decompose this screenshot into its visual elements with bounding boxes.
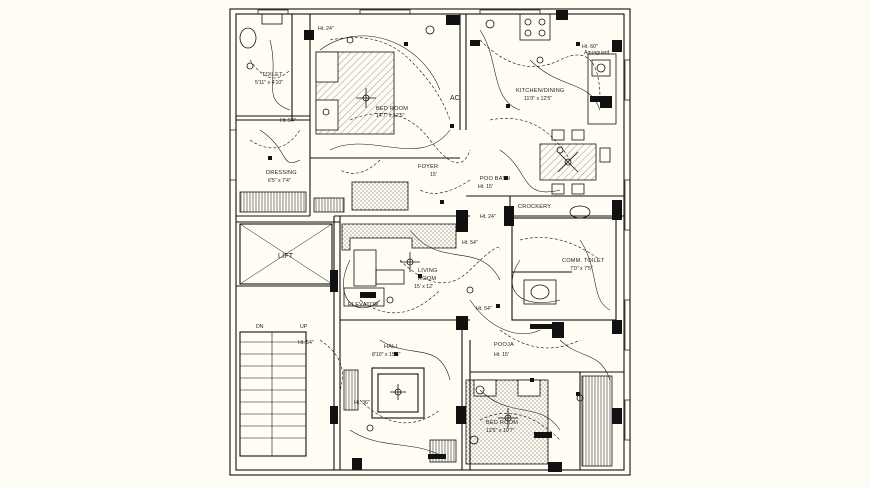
light-point-icon xyxy=(366,424,374,432)
switch-board-icon xyxy=(418,274,422,278)
furniture xyxy=(239,13,617,467)
label-bedroom-1: BED ROOM xyxy=(376,106,408,112)
socket-icon xyxy=(360,292,376,298)
note-ht-mid: Ht. 54" xyxy=(280,118,296,124)
label-living-sub: ROOM xyxy=(418,276,436,282)
label-lift: LIFT xyxy=(278,253,294,260)
light-point-icon xyxy=(466,286,474,294)
label-living: LIVING xyxy=(418,268,438,274)
socket-icon xyxy=(428,454,446,459)
ceiling-fans xyxy=(356,88,579,428)
label-toilet-size: 5'11" x 4'10" xyxy=(255,80,283,86)
outer-wall xyxy=(229,8,631,476)
electrical-wiring xyxy=(249,37,601,441)
label-foyer-size: 15' xyxy=(430,172,437,178)
label-bedroom-2: BED ROOM xyxy=(486,420,518,426)
light-point-icon xyxy=(425,25,435,35)
wardrobe xyxy=(239,191,307,213)
switch-board-icon xyxy=(506,104,510,108)
light-point-icon xyxy=(556,146,564,154)
stair-treads xyxy=(240,332,306,456)
label-hall: HALL xyxy=(384,344,399,350)
outer-wall-inner xyxy=(235,13,625,471)
circuit-lines xyxy=(259,29,611,456)
switch-board-icon xyxy=(576,392,580,396)
label-common-toilet: COMM. TOILET xyxy=(562,258,605,264)
note-ht-64: Ht. 54" xyxy=(476,306,492,312)
label-common-toilet-size: 7'0" x 7'5" xyxy=(570,266,593,272)
label-bedroom-2-size: 12'5" x 10'7" xyxy=(486,428,515,434)
socket-icon xyxy=(470,40,480,46)
switch-board-icon xyxy=(576,42,580,46)
common-toilet-walls xyxy=(511,217,617,321)
light-point-icon xyxy=(475,385,485,395)
socket-icon xyxy=(534,432,552,438)
ceiling-fan-icon xyxy=(356,88,376,108)
switch-board-icon xyxy=(496,304,500,308)
light-points xyxy=(246,19,584,445)
hall-cabinet xyxy=(371,367,425,419)
switch-board-icon xyxy=(450,124,454,128)
walls xyxy=(229,8,631,476)
note-ht-24b: Ht. 24" xyxy=(480,214,496,220)
switch-board-icon xyxy=(268,156,272,160)
electrical-fixtures xyxy=(268,40,600,459)
staircase xyxy=(239,331,307,457)
light-point-icon xyxy=(469,435,479,445)
label-crockery: CROCKERY xyxy=(518,204,551,210)
ceiling-fan-icon xyxy=(400,252,420,272)
shoe-rack xyxy=(351,181,409,211)
note-dn: DN xyxy=(256,324,264,330)
switch-board-icon xyxy=(404,42,408,46)
height-notes: Ht. 24" Ht. 54" Ht. 60" Aquaguard Ht. 24… xyxy=(256,26,609,406)
note-ht-top: Ht. 24" xyxy=(318,26,334,32)
lift-shaft xyxy=(239,223,333,285)
note-ht-kitchen: Ht. 60" xyxy=(582,44,598,50)
switch-board-icon xyxy=(504,176,508,180)
ceiling-fan-icon xyxy=(557,151,579,173)
label-pooja-2-size: Ht. 15' xyxy=(494,352,509,358)
switch-board-icon xyxy=(394,352,398,356)
label-foyer: FOYER xyxy=(418,164,438,170)
sofa xyxy=(341,223,457,251)
socket-icon xyxy=(530,324,552,329)
label-pooja-2: POOJA xyxy=(494,342,514,348)
switch-board-icon xyxy=(440,200,444,204)
ceiling-fan-icon xyxy=(390,384,406,400)
note-ht-36: Ht. 36" xyxy=(354,400,370,406)
label-elevator: ELEVATOR xyxy=(348,302,379,308)
light-point-icon xyxy=(485,19,495,29)
note-aquaguard: Aquaguard xyxy=(584,50,609,56)
label-kitchen-size: 11'0" x 12'5" xyxy=(524,96,552,102)
label-dressing: DRESSING xyxy=(266,170,297,176)
light-point-icon xyxy=(576,394,584,402)
label-pooja: POO BATH xyxy=(480,176,510,182)
note-ht-54b: Ht. 54" xyxy=(462,240,478,246)
label-hall-size: 8'10" x 15'5" xyxy=(372,352,401,358)
switch-board-icon xyxy=(530,378,534,382)
windows xyxy=(229,9,631,441)
room-labels: TOILET 5'11" x 4'10" BED ROOM 14'7" x 12… xyxy=(255,72,605,434)
light-point-icon xyxy=(322,108,330,116)
socket-icon xyxy=(590,96,600,102)
note-ac: AC xyxy=(450,95,460,102)
structural-columns xyxy=(304,10,622,472)
label-pooja-size: Ht. 15' xyxy=(478,184,493,190)
ceiling-fan-icon xyxy=(498,408,518,428)
light-point-icon xyxy=(246,62,254,70)
note-up: UP xyxy=(300,324,308,330)
label-bedroom-1-size: 14'7" x 12'5" xyxy=(376,113,405,119)
label-living-size: 15' x 12' xyxy=(414,284,433,290)
note-ht-54c: Ht. 54" xyxy=(298,340,314,346)
label-kitchen: KITCHEN/DINING xyxy=(516,88,564,94)
light-point-icon xyxy=(386,296,394,304)
label-dressing-size: 6'5" x 7'4" xyxy=(268,178,291,184)
light-point-icon xyxy=(346,36,354,44)
label-toilet: TOILET xyxy=(262,72,283,78)
light-point-icon xyxy=(536,56,544,64)
